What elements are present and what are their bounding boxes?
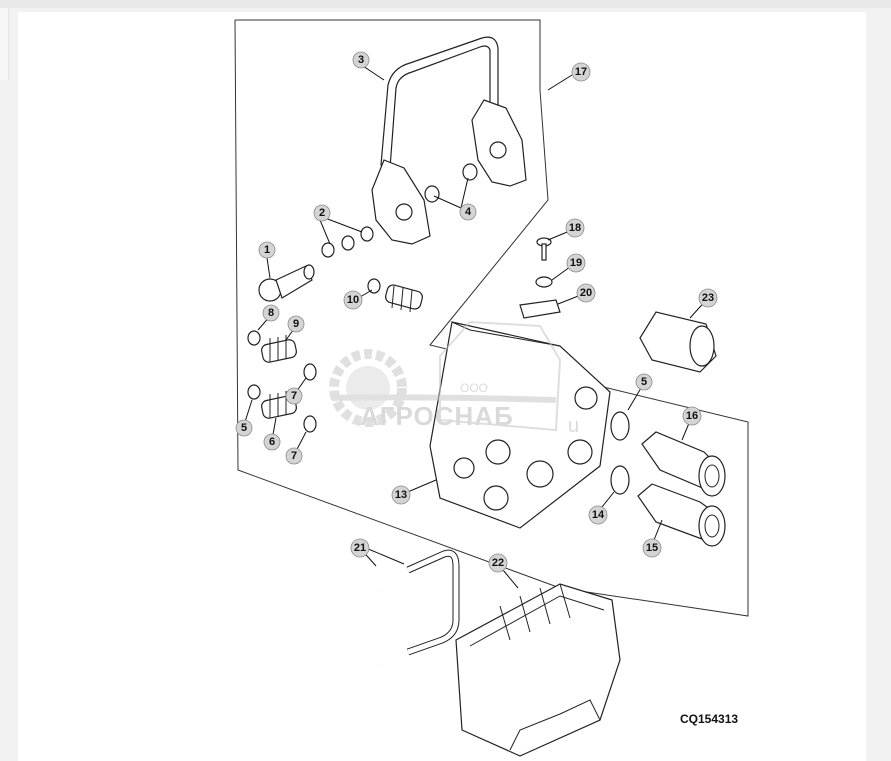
cartridge-16 [641,431,726,497]
callout-6: 6 [263,433,281,451]
callout-14: 14 [588,505,608,525]
callout-22: 22 [488,553,508,573]
washer-19 [535,276,553,288]
valve-block [429,321,611,529]
svg-text:7: 7 [291,390,297,402]
callout-8: 8 [262,304,280,322]
watermark-small-text: ООО [460,381,488,395]
svg-text:16: 16 [686,410,698,422]
oring-7-lower [303,415,317,433]
svg-text:15: 15 [646,542,658,554]
callout-7-upper: 7 [285,387,303,405]
figure-code: CQ154313 [680,712,738,726]
callout-20: 20 [576,283,596,303]
spring-9 [261,335,297,363]
cartridge-15 [637,483,726,547]
washers-2 [321,226,374,258]
svg-text:22: 22 [492,557,504,569]
svg-text:6: 6 [269,436,275,448]
callout-21: 21 [350,538,370,558]
bolt-part [258,264,315,302]
callout-3: 3 [352,51,370,69]
oring-5-right [610,411,630,441]
washers-4 [424,163,478,203]
svg-text:18: 18 [569,222,581,234]
svg-text:10: 10 [347,294,359,306]
callout-2: 2 [313,204,331,222]
hose-21 [319,549,460,691]
callout-9: 9 [287,315,305,333]
watermark-brand-text: АГРОСНАБ [360,401,514,431]
oring-8 [247,330,261,346]
callout-10: 10 [343,290,363,310]
callout-7-lower: 7 [285,447,303,465]
watermark-suffix-text: u [568,415,579,437]
svg-text:20: 20 [580,287,592,299]
callout-17: 17 [571,62,591,82]
screw-18 [536,237,552,261]
svg-text:19: 19 [570,257,582,269]
oring-10 [367,278,381,294]
spring-10 [385,284,423,313]
callout-18: 18 [565,218,585,238]
svg-text:5: 5 [641,376,647,388]
svg-text:1: 1 [264,244,270,256]
svg-text:3: 3 [358,54,364,66]
svg-text:23: 23 [702,292,714,304]
callout-16: 16 [682,406,702,426]
plate-20 [519,299,561,319]
callout-5-right: 5 [635,373,653,391]
svg-text:8: 8 [268,307,274,319]
oring-7-upper [303,363,317,381]
svg-text:4: 4 [465,206,472,218]
callout-23: 23 [698,288,718,308]
svg-text:17: 17 [575,66,587,78]
callout-1: 1 [258,241,276,259]
svg-text:7: 7 [291,450,297,462]
svg-text:5: 5 [241,422,247,434]
svg-text:21: 21 [354,542,366,554]
callout-19: 19 [566,253,586,273]
svg-text:9: 9 [293,318,299,330]
callout-15: 15 [642,538,662,558]
cover-22 [455,583,621,757]
handle-part [371,36,527,245]
callout-4: 4 [459,203,477,221]
oring-5-left [247,384,261,400]
top-bar [0,0,891,8]
callout-13: 13 [391,485,411,505]
left-strip [0,8,9,80]
svg-text:14: 14 [592,509,605,521]
svg-text:13: 13 [395,489,407,501]
oring-14 [610,465,630,495]
svg-text:2: 2 [319,207,325,219]
callout-5-left: 5 [235,419,253,437]
cap-23 [639,311,717,373]
watermark: ООО АГРОСНАБ u [329,320,579,437]
